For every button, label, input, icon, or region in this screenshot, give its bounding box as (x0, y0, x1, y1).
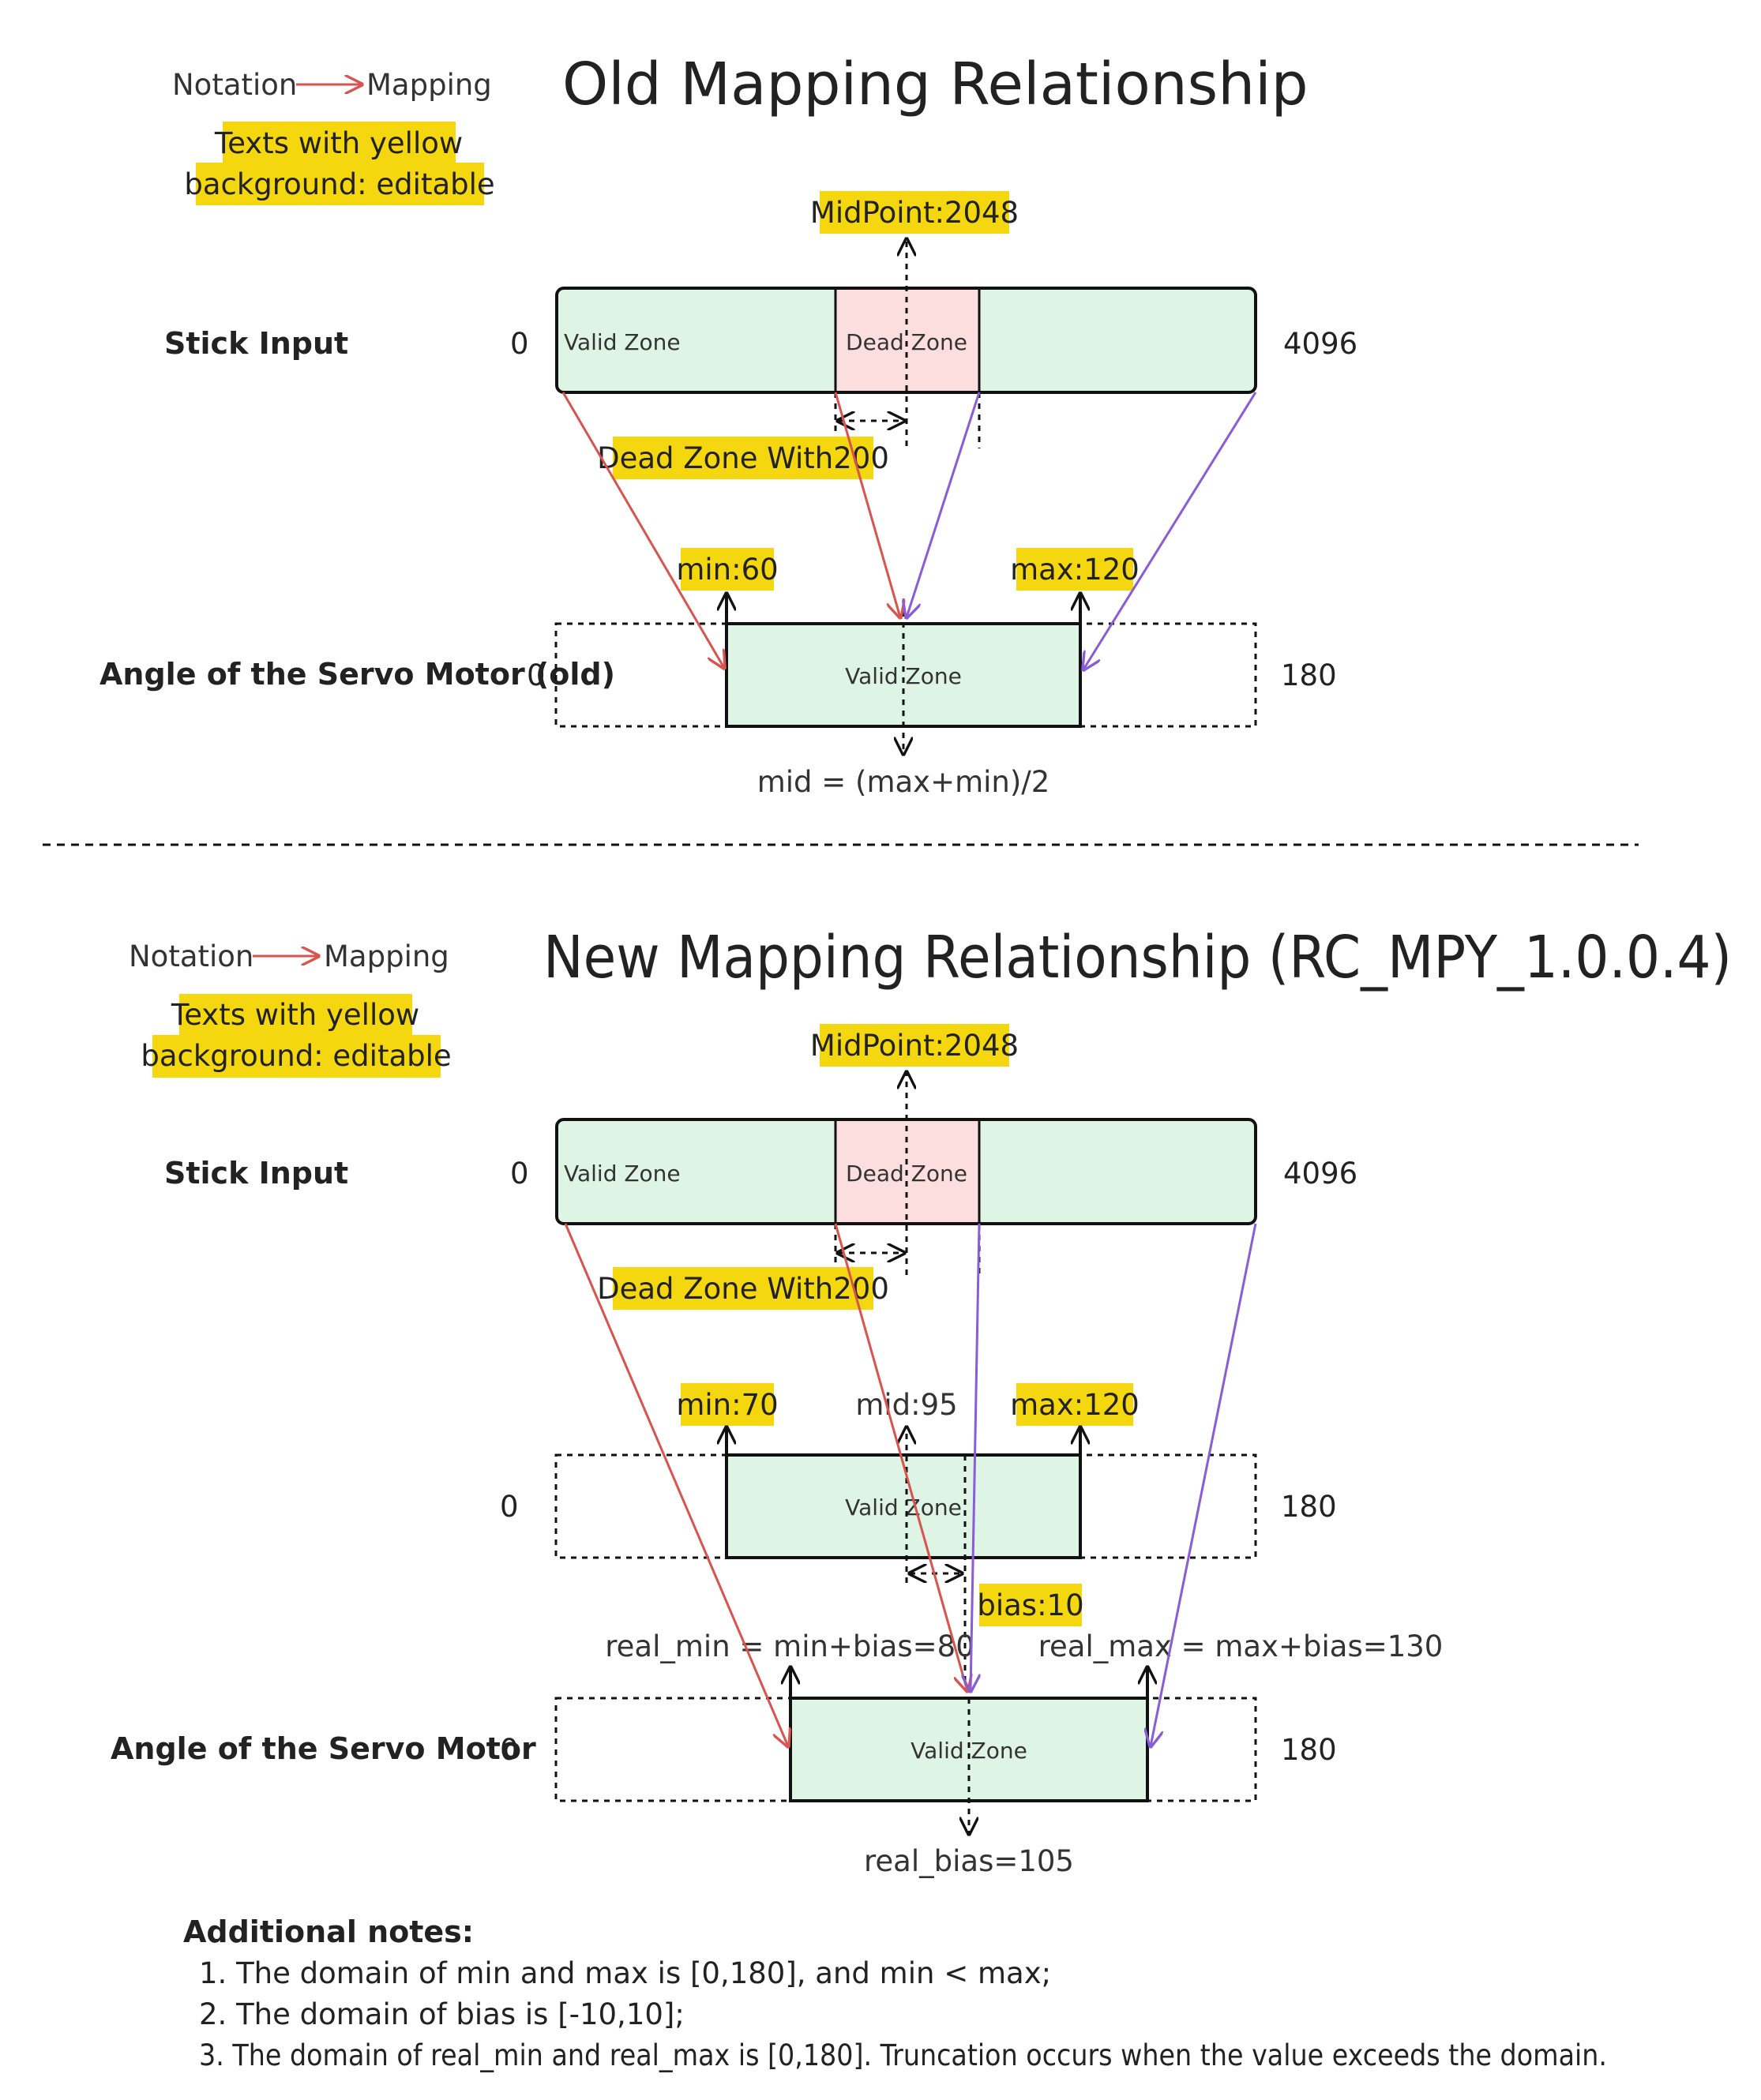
old-min-label: min:60 (676, 553, 778, 587)
new-cfg-min: 0 (500, 1490, 519, 1524)
legend-editable-line1-new: Texts with yellow (171, 998, 419, 1032)
legend-mapping-old: Mapping (366, 68, 492, 102)
old-dead-width-label: Dead Zone With200 (597, 441, 889, 475)
new-min-label: min:70 (676, 1388, 778, 1422)
new-real-bias-label: real_bias=105 (864, 1844, 1074, 1878)
note-item-2: 2. The domain of bias is [-10,10]; (199, 1997, 685, 2031)
new-map-red-left (564, 1223, 788, 1746)
old-dead-zone (835, 290, 979, 391)
new-mid-label: mid:95 (855, 1388, 957, 1422)
new-max-highlight (1016, 1383, 1133, 1426)
old-stick-max: 4096 (1283, 327, 1357, 361)
old-title: Old Mapping Relationship (562, 51, 1309, 118)
legend-editable-line2-old: background: editable (184, 167, 494, 201)
old-stick-label: Stick Input (164, 326, 348, 361)
old-min-highlight (681, 548, 774, 591)
old-map-red-left (561, 392, 724, 668)
legend-editable-line2-new: background: editable (141, 1039, 451, 1073)
old-valid-zone-label: Valid Zone (564, 329, 681, 355)
new-cfg-max: 180 (1281, 1490, 1337, 1524)
new-map-purple-left (971, 1223, 981, 1691)
new-servo-min: 0 (500, 1733, 519, 1767)
new-cfg-valid-box (725, 1453, 1082, 1559)
legend-highlight-2-new (152, 1035, 441, 1078)
new-real-max-label: real_max = max+bias=130 (1038, 1629, 1444, 1663)
old-midpoint-highlight (820, 191, 1009, 234)
legend-notation-new: Notation (129, 939, 253, 973)
new-dead-width-label: Dead Zone With200 (597, 1272, 889, 1306)
new-valid-zone-label: Valid Zone (564, 1161, 681, 1187)
legend-editable-line1-old: Texts with yellow (214, 126, 463, 160)
old-servo-label: Angle of the Servo Motor (old) (100, 657, 615, 692)
new-stick-label: Stick Input (164, 1156, 348, 1191)
new-servo-max: 180 (1281, 1733, 1337, 1767)
old-max-label: max:120 (1010, 553, 1140, 587)
new-real-min-label: real_min = min+bias=80 (605, 1629, 974, 1663)
old-map-purple-left (907, 392, 981, 617)
notes-heading: Additional notes: (183, 1914, 474, 1949)
new-bias-highlight (979, 1584, 1082, 1626)
old-servo-max: 180 (1281, 658, 1337, 692)
old-mid-formula: mid = (max+min)/2 (757, 765, 1050, 799)
old-max-highlight (1016, 548, 1133, 591)
new-midpoint-highlight (820, 1024, 1009, 1067)
note-item-3: 3. The domain of real_min and real_max i… (199, 2038, 1607, 2072)
old-midpoint-label: MidPoint:2048 (810, 196, 1019, 230)
old-map-purple-right (1083, 392, 1257, 669)
new-max-label: max:120 (1010, 1388, 1140, 1422)
new-dead-width-highlight (613, 1267, 873, 1310)
new-cfg-valid-label: Valid Zone (845, 1494, 962, 1521)
new-stick-max: 4096 (1283, 1157, 1357, 1191)
old-servo-valid-box (725, 622, 1082, 728)
old-servo-min: 0 (527, 658, 546, 692)
new-map-purple-right (1151, 1223, 1257, 1746)
new-title: New Mapping Relationship (RC_MPY_1.0.0.4… (543, 924, 1732, 992)
legend-highlight-1-old (223, 122, 456, 164)
legend-highlight-1-new (179, 994, 412, 1037)
old-dead-width-highlight (613, 437, 873, 479)
note-item-1: 1. The domain of min and max is [0,180],… (199, 1956, 1051, 1990)
new-servo-label: Angle of the Servo Motor (111, 1731, 536, 1766)
old-map-red-right (834, 392, 900, 617)
old-stick-min: 0 (510, 327, 529, 361)
new-min-highlight (681, 1383, 774, 1426)
new-servo-valid-label: Valid Zone (911, 1738, 1027, 1764)
new-map-red-right (834, 1223, 967, 1691)
new-stick-min: 0 (510, 1157, 529, 1191)
legend-mapping-new: Mapping (324, 939, 449, 973)
new-bias-label: bias:10 (977, 1588, 1083, 1622)
legend-notation-old: Notation (172, 68, 297, 102)
new-midpoint-label: MidPoint:2048 (810, 1029, 1019, 1063)
legend-highlight-2-old (196, 163, 484, 205)
